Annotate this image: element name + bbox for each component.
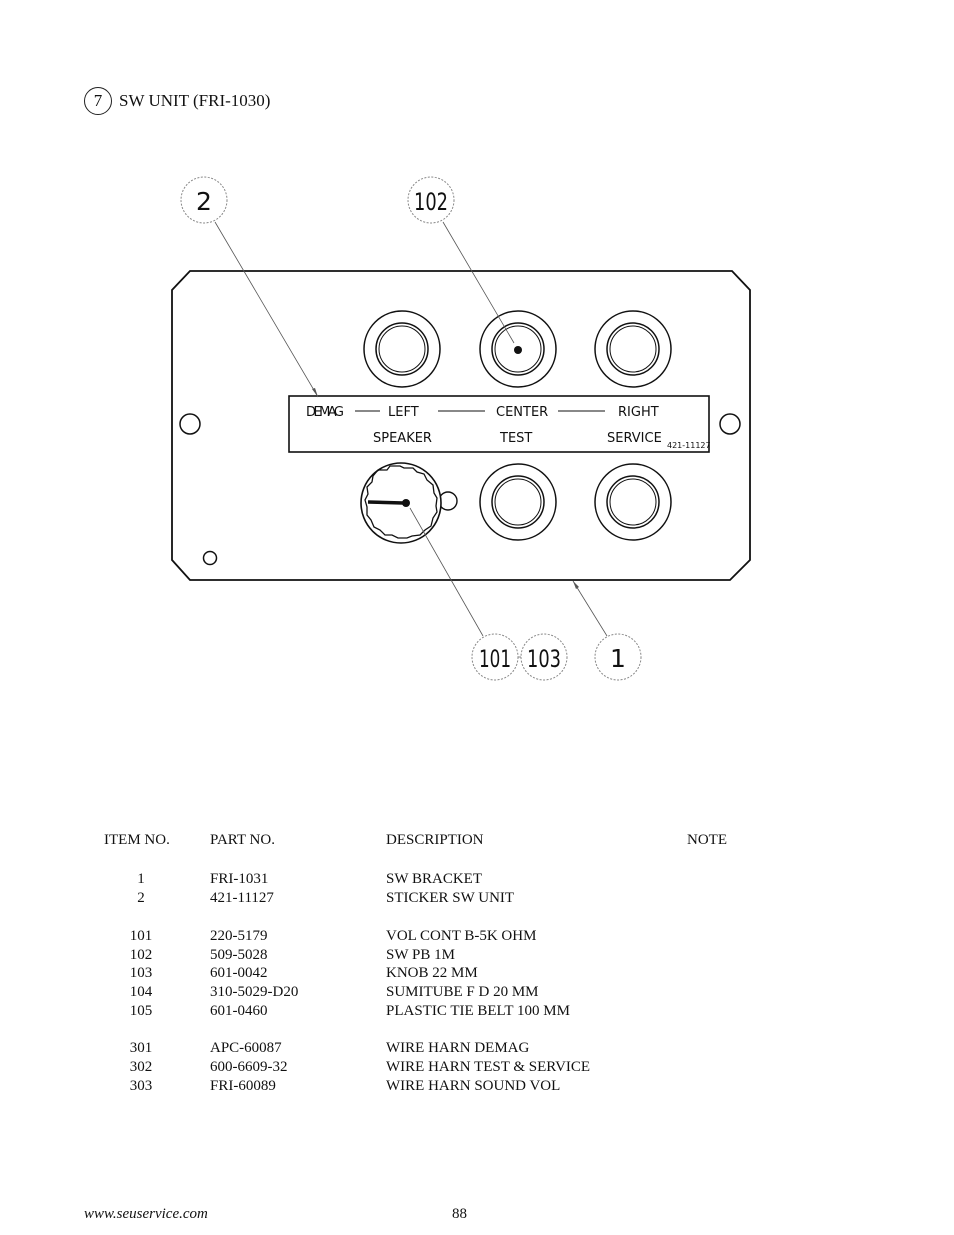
svg-text:103: 103 (527, 645, 561, 673)
callout-2: 2 (180, 176, 228, 224)
svg-text:2: 2 (196, 187, 212, 216)
volume-knob (360, 462, 458, 544)
item-no: 102 (129, 947, 153, 963)
callout-102: 102 (407, 176, 455, 224)
part-no: APC-60087 (210, 1040, 282, 1056)
description: KNOB 22 MM (386, 965, 478, 981)
section-heading: 7 SW UNIT (FRI-1030) (84, 86, 270, 116)
label-left: LEFT (388, 405, 419, 420)
item-no: 302 (129, 1059, 153, 1075)
leader-1 (572, 580, 608, 637)
header-item-no: ITEM NO. (104, 832, 170, 848)
description: SUMITUBE F D 20 MM (386, 984, 539, 1000)
part-no: 220-5179 (210, 928, 268, 944)
item-no: 1 (137, 871, 145, 887)
button-service (594, 463, 672, 541)
svg-text:101: 101 (479, 645, 511, 673)
description: WIRE HARN TEST & SERVICE (386, 1059, 591, 1075)
mount-hole-left (179, 413, 201, 435)
section-number-circle: 7 (84, 87, 112, 115)
label-service: SERVICE (607, 431, 662, 446)
button-left (363, 310, 441, 388)
sticker-code: 421-11127 (667, 441, 711, 450)
item-no: 105 (129, 1003, 153, 1019)
description: WIRE HARN SOUND VOL (386, 1078, 561, 1094)
sticker-panel (288, 395, 710, 453)
header-note: NOTE (687, 832, 727, 848)
description: SW PB 1M (386, 947, 455, 963)
callout-101: 101 (471, 633, 519, 681)
part-no: 601-0460 (210, 1003, 268, 1019)
mount-hole-right (719, 413, 741, 435)
button-center (479, 310, 557, 388)
header-description: DESCRIPTION (386, 832, 484, 848)
leader-2-arrow (312, 388, 318, 397)
label-center: CENTER (496, 405, 548, 420)
button-right (594, 310, 672, 388)
label-speaker: SPEAKER (373, 431, 432, 446)
mount-hole-small (202, 550, 218, 566)
page-number: 88 (452, 1206, 467, 1222)
leader-102 (442, 221, 515, 344)
leader-2 (214, 221, 319, 398)
header-part-no: PART NO. (210, 832, 275, 848)
svg-text:1: 1 (610, 644, 626, 673)
label-right: RIGHT (618, 405, 659, 420)
description: SW BRACKET (386, 871, 482, 887)
callout-1: 1 (594, 633, 642, 681)
part-no: 600-6609-32 (210, 1059, 288, 1075)
description: STICKER SW UNIT (386, 890, 515, 906)
callout-103: 103 (520, 633, 568, 681)
label-test: TEST (499, 431, 532, 446)
button-test (479, 463, 557, 541)
label-demag: DEMAG (306, 405, 344, 420)
section-title: SW UNIT (FRI-1030) (119, 91, 271, 110)
item-no: 301 (129, 1040, 153, 1056)
item-no: 103 (129, 965, 153, 981)
description: WIRE HARN DEMAG (386, 1040, 530, 1056)
item-no: 303 (129, 1078, 153, 1094)
footer-url: www.seuservice.com (84, 1206, 208, 1222)
sw-bracket-outline (171, 270, 751, 581)
part-no: FRI-60089 (210, 1078, 276, 1094)
description: VOL CONT B-5K OHM (386, 928, 537, 944)
item-no: 104 (129, 984, 153, 1000)
part-no: FRI-1031 (210, 871, 269, 887)
leader-1-arrow (573, 581, 579, 589)
svg-text:102: 102 (414, 188, 448, 216)
part-no: 601-0042 (210, 965, 268, 981)
description: PLASTIC TIE BELT 100 MM (386, 1003, 570, 1019)
item-no: 101 (129, 928, 153, 944)
part-no: 509-5028 (210, 947, 268, 963)
part-no: 421-11127 (210, 890, 274, 906)
item-no: 2 (137, 890, 145, 906)
part-no: 310-5029-D20 (210, 984, 299, 1000)
leader-101 (409, 507, 484, 637)
